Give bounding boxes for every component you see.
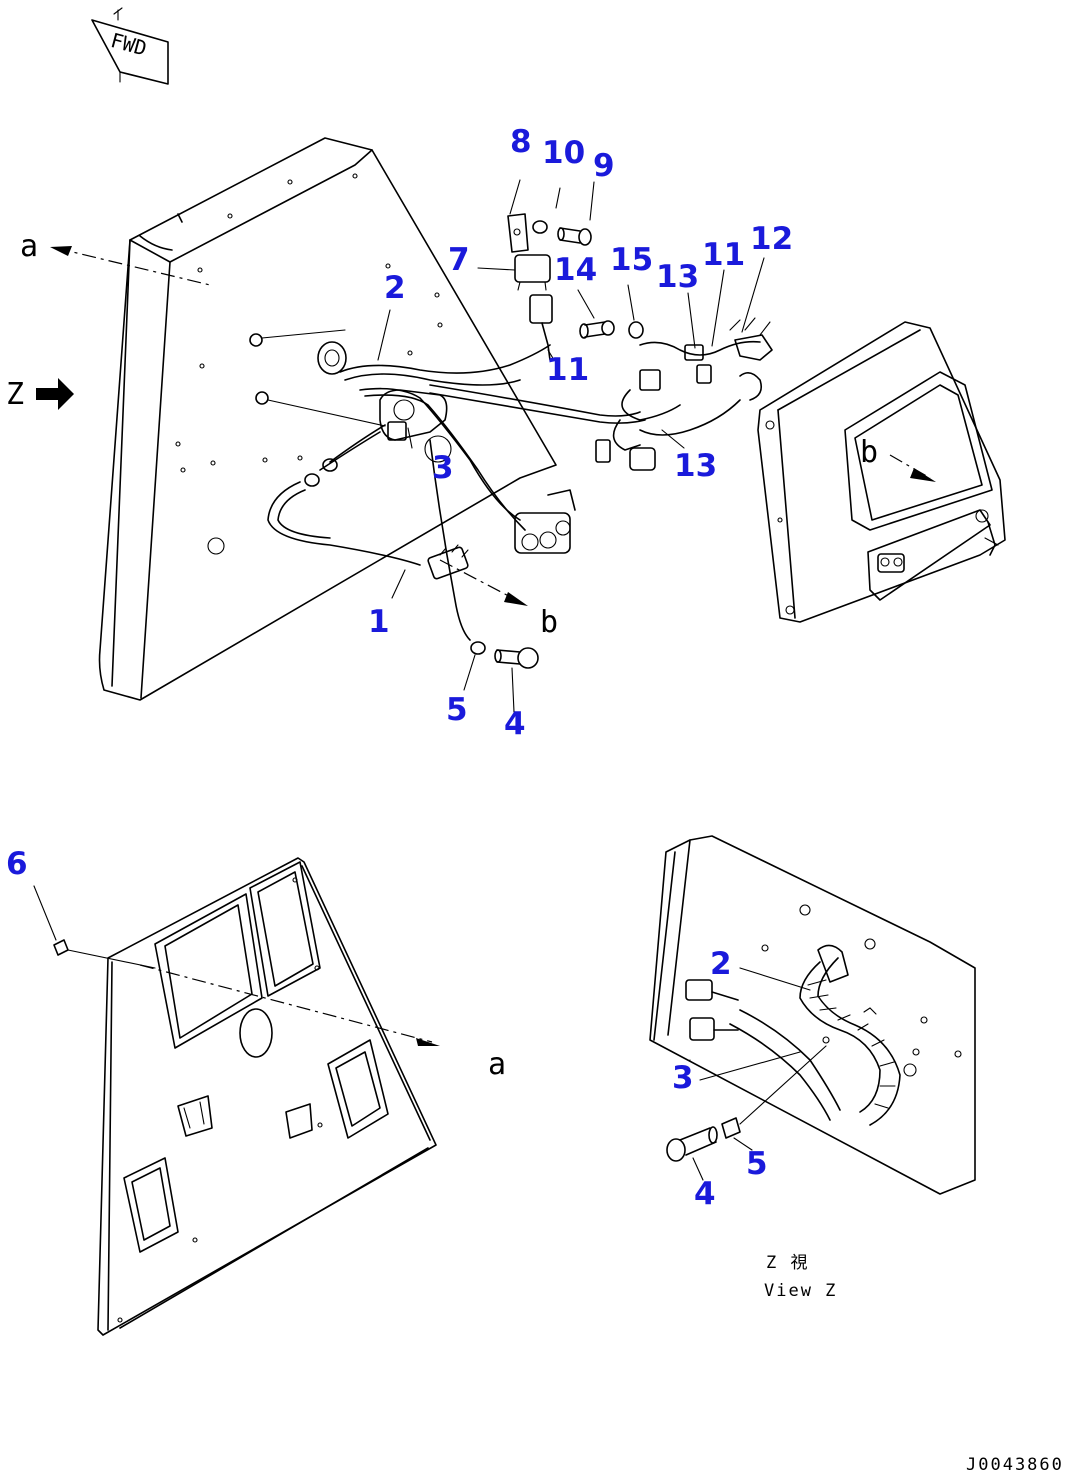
callout-11-center: 11 bbox=[546, 352, 589, 388]
callout-4: 4 bbox=[504, 706, 526, 742]
view-z-callout-3: 3 bbox=[672, 1060, 694, 1096]
reference-arrows-upper: a b b Z bbox=[6, 229, 936, 640]
ref-b-lower: b bbox=[540, 605, 558, 640]
callout-2: 2 bbox=[384, 270, 406, 306]
view-letter: Z bbox=[6, 377, 24, 412]
view-z-callout-2: 2 bbox=[710, 946, 732, 982]
callout-3: 3 bbox=[432, 450, 454, 486]
callout-13-top: 13 bbox=[656, 259, 699, 295]
ref-b-panel: b bbox=[860, 435, 878, 470]
dashboard-panel-upper bbox=[98, 137, 557, 701]
callout-7: 7 bbox=[448, 242, 470, 278]
callout-14: 14 bbox=[554, 252, 597, 288]
callout-10: 10 bbox=[542, 135, 585, 171]
view-caption: View Z bbox=[764, 1281, 837, 1301]
callout-9: 9 bbox=[593, 148, 615, 184]
callout-12: 12 bbox=[750, 221, 793, 257]
callout-6: 6 bbox=[6, 846, 28, 882]
view-caption-jp: Z 視 bbox=[766, 1253, 809, 1273]
callout-11-right: 11 bbox=[702, 237, 745, 273]
instrument-panel bbox=[757, 321, 1006, 623]
callout-15: 15 bbox=[610, 242, 653, 278]
callout-13-bottom: 13 bbox=[674, 448, 717, 484]
callout-8: 8 bbox=[510, 124, 532, 160]
panel-cover-lower: a 6 bbox=[6, 846, 506, 1336]
view-z-detail: 2 3 5 4 Z 視 View Z bbox=[649, 835, 976, 1301]
fwd-label: FWD bbox=[108, 28, 149, 61]
callout-1: 1 bbox=[368, 604, 390, 640]
drawing-number: J0043860 bbox=[966, 1455, 1064, 1475]
view-z-callout-5: 5 bbox=[746, 1146, 768, 1182]
ref-a-lower: a bbox=[488, 1047, 506, 1082]
ref-a-top: a bbox=[20, 229, 38, 264]
callout-5: 5 bbox=[446, 692, 468, 728]
fwd-arrow-icon: FWD bbox=[91, 7, 169, 85]
view-z-arrow-icon bbox=[36, 378, 74, 410]
wiring-harness bbox=[249, 179, 773, 713]
callouts-upper: 8 10 9 7 14 15 13 11 12 2 11 3 13 1 5 4 bbox=[368, 124, 793, 742]
view-z-callout-4: 4 bbox=[694, 1176, 716, 1212]
